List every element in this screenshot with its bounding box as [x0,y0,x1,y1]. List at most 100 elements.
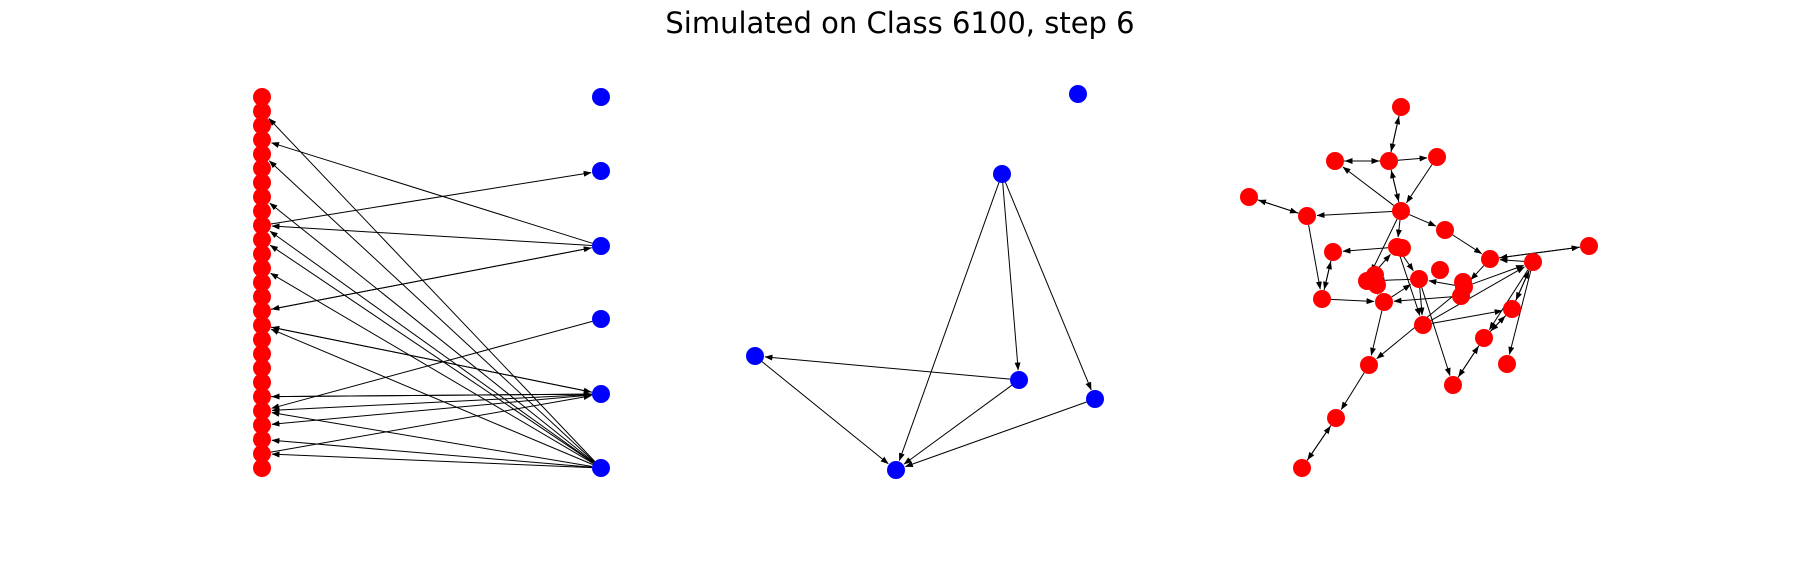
bipartite-node [253,230,271,249]
red-graph-edge [1452,234,1483,255]
bipartite-edge [270,326,592,394]
bipartite-node [592,162,610,180]
red-graph-edge [1397,155,1428,162]
red-graph-edge [1395,219,1402,238]
bipartite-edge [268,160,595,463]
red-graph-node [1428,148,1446,166]
bipartite-edge [269,230,594,464]
bipartite-node [253,344,271,363]
blue-graph-node [1086,390,1104,408]
bipartite-edge [271,451,593,469]
red-graph-edge [1418,287,1425,316]
red-graph-edge [1488,269,1529,331]
bipartite-node [592,237,610,255]
blue-graph-node [1010,371,1028,389]
red-graph-edge [1499,246,1581,260]
red-graph-edge [1399,255,1421,316]
bipartite-node [253,459,271,477]
bipartite-node [253,145,271,164]
red-graph-edge [1340,372,1365,410]
red-graph-edge [1389,115,1400,152]
red-graph-edge [1430,266,1525,321]
red-graph-edge [1308,224,1322,290]
red-graph-edge [1342,166,1395,206]
red-graph-node [1324,243,1342,261]
blue-graph-node [1069,85,1087,103]
red-graph-node [1481,250,1499,268]
blue-graph-node [746,347,764,365]
red-graph-edge [1342,247,1389,254]
red-graph-node [1366,266,1384,284]
bipartite-node [253,116,271,135]
red-graph-edge [1306,425,1331,461]
bipartite-node [253,287,271,306]
red-graph-node [1475,329,1493,347]
bipartite-node [592,459,610,477]
red-graph-edge [1323,261,1332,291]
bipartite-node [253,88,271,106]
bipartite-edge [271,320,593,410]
bipartite-node [253,359,271,378]
bipartite-node [253,387,271,406]
red-graph-node [1503,300,1521,318]
red-graph-node [1452,287,1470,305]
bipartite-node [253,316,271,335]
red-graph-node [1326,152,1344,170]
panel-red-graph [1240,98,1598,477]
bipartite-node [253,444,271,463]
bipartite-edge [271,394,593,427]
bipartite-edge [270,391,592,398]
bipartite-edge [271,142,593,244]
red-graph-node [1392,98,1410,116]
bipartite-edge [271,410,593,467]
red-graph-edge [1406,164,1433,204]
bipartite-node [253,330,271,349]
bipartite-node [253,401,271,420]
red-graph-node [1360,356,1378,374]
bipartite-node [253,302,271,321]
red-graph-node [1392,202,1410,220]
bipartite-node [253,173,271,192]
red-graph-edge [1421,287,1451,376]
red-graph-node [1436,221,1454,239]
blue-graph-edge [904,401,1087,468]
red-graph-edge [1370,218,1398,273]
bipartite-edge [270,394,592,453]
red-graph-edge [1391,284,1412,298]
red-graph-node [1293,459,1311,477]
red-graph-node [1380,152,1398,170]
bipartite-node [592,385,610,403]
bipartite-edge [269,202,595,463]
red-graph-edge [1316,210,1393,219]
bipartite-node [253,430,271,449]
figure-title: Simulated on Class 6100, step 6 [665,6,1135,40]
bipartite-edge [271,223,593,246]
red-graph-node [1393,239,1411,257]
red-graph-node [1524,253,1542,271]
red-graph-edge [1470,265,1485,281]
bipartite-edge [271,393,593,414]
blue-graph-node [993,165,1011,183]
red-graph-node [1498,355,1516,373]
red-graph-edge [1428,279,1456,286]
blue-graph-edge [1004,182,1092,391]
red-graph-node [1454,273,1472,291]
red-graph-node [1313,290,1331,308]
bipartite-node [253,373,271,392]
red-graph-edge [1457,345,1479,378]
bipartite-node [253,130,271,149]
red-graph-edge [1499,257,1525,264]
bipartite-node [253,273,271,292]
red-graph-edge [1370,310,1383,356]
red-graph-node [1431,261,1449,279]
red-graph-edge [1431,309,1503,324]
bipartite-node [253,102,271,121]
bipartite-node [253,216,271,235]
red-graph-node [1444,376,1462,394]
panel-bipartite-graph [253,88,610,477]
red-graph-node [1298,207,1316,225]
red-graph-edge [1472,264,1525,285]
red-graph-node [1580,237,1598,255]
bipartite-node [592,88,610,106]
